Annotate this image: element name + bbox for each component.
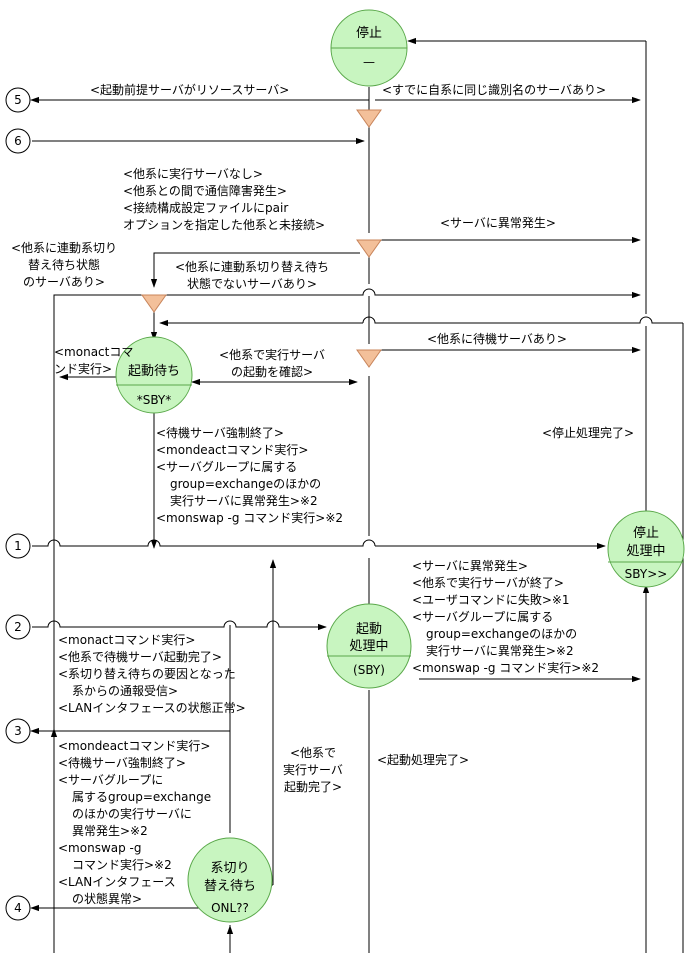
label-line: <他系に連動系切り [11,241,117,255]
connector-2: 2 [5,614,31,640]
svg-text:1: 1 [14,539,22,553]
label-same-id-exists: <すでに自系に同じ識別名のサーバあり> [382,82,606,97]
label-line: <サーバグループに [58,773,163,787]
decision-triangle [356,239,382,258]
state-name-2: 処理中 [349,639,388,654]
label-cond-d: <monactコマンド実行> <他系で待機サーバ起動完了> <系切り替え待ちの要因と… [58,632,246,715]
connector-6: 6 [5,128,31,154]
decision-triangle [356,349,382,368]
svg-text:3: 3 [14,724,22,738]
label-line: <mondeactコマンド実行> [156,442,308,457]
flow-lines [53,41,684,953]
label-line: <monswap -g コマンド実行>※2 [412,660,599,675]
state-name-1: 起動 [356,622,382,637]
state-sub: (SBY) [353,663,385,677]
svg-text:6: 6 [14,134,22,148]
label-line: <ユーザコマンドに失敗>※1 [412,592,570,607]
state-waiting: 起動待ち *SBY* [115,336,193,414]
label-line: 実行サーバに異常発生>※2 [426,643,574,658]
label-line: オプションを指定した他系と未接続> [123,217,325,232]
connector-3: 3 [5,718,31,744]
connector-4: 4 [5,895,31,921]
state-name-2: 替え待ち [204,879,256,894]
state-sub: *SBY* [137,393,172,407]
label-line: <monswap -g [58,841,142,855]
label-stop-done: <停止処理完了> [542,425,634,440]
label-line: のサーバあり> [23,275,105,289]
label-line: <mondeactコマンド実行> [58,738,210,753]
label-line: の状態異常> [72,891,142,906]
decision-triangle [141,294,167,313]
label-line: 属するgroup=exchange [72,790,211,804]
label-line: <待機サーバ強制終了> [156,425,284,440]
label-monact-left: <monactコマンド実行> [54,345,133,376]
label-line: <サーバグループに属する [412,610,553,624]
label-line: <他系との間で通信障害発生> [123,183,287,198]
label-line: group=exchangeのほかの [426,627,577,641]
state-name-1: 停止 [633,525,659,541]
state-name: 起動待ち [128,364,180,379]
label-prereq-resource: <起動前提サーバがリソースサーバ> [90,82,289,97]
label-line: <LANインタフェース [58,875,176,889]
decision-points [141,109,382,368]
svg-text:4: 4 [14,901,22,915]
arrows [30,37,650,953]
state-sub: ONL?? [211,901,249,915]
label-cond-a: <他系に実行サーバなし> <他系との間で通信障害発生> <接続構成設定ファイルにpa… [123,166,325,232]
label-server-error: <サーバに異常発生> [440,216,556,230]
state-name-1: 系切り [210,861,249,876]
label-line: <monswap -g コマンド実行>※2 [156,510,343,525]
label-line: <他系で実行サーバが終了> [412,575,564,590]
label-line: <待機サーバ強制終了> [58,755,186,770]
label-line: <monactコマンド実行> [58,632,195,647]
label-line: <接続構成設定ファイルにpair [123,200,288,215]
label-line: 実行サーバに異常発生>※2 [170,493,318,508]
label-line: のほかの実行サーバに [72,806,192,821]
label-line: 異常発生>※2 [72,824,148,838]
label-line: <LANインタフェースの状態正常> [58,700,246,715]
label-line: <他系で実行サーバ [219,347,325,362]
label-line: 系からの通報受信> [72,684,178,698]
state-sub: SBY>> [625,567,668,581]
label-line: <他系で待機サーバ起動完了> [58,649,222,664]
label-line: 起動完了> [284,779,342,794]
label-line: <系切り替え待ちの要因となった [58,667,236,681]
label-line: <monactコマ [54,345,133,359]
label-cond-c: <サーバに異常発生> <他系で実行サーバが終了> <ユーザコマンドに失敗>※1 <サー… [412,559,599,675]
state-starting: 起動 処理中 (SBY) [326,603,412,689]
arrow-to-decision-left [150,252,360,288]
decision-triangle [356,109,382,128]
label-line: <他系で [290,746,336,760]
label-line: group=exchangeのほかの [170,477,321,491]
label-line: 替え待ち状態 [28,257,100,272]
label-cond-e: <mondeactコマンド実行> <待機サーバ強制終了> <サーバグループに属するg… [58,738,211,906]
label-line: の起動を確認> [231,364,313,379]
label-standby-exists: <他系に待機サーバあり> [427,331,567,346]
label-line: <他系に連動系切り替え待ち [175,260,329,274]
label-line: ンド実行> [54,361,112,376]
svg-text:5: 5 [14,93,22,107]
label-line: <サーバに異常発生> [412,559,528,573]
state-name-2: 処理中 [626,544,665,559]
state-switch-wait: 系切り 替え待ち ONL?? [187,837,273,923]
state-stopping: 停止 処理中 SBY>> [607,510,685,588]
label-start-done: <起動処理完了> [377,752,469,767]
label-line: <他系に実行サーバなし> [123,166,263,181]
state-sub: — [363,55,375,69]
label-line: 状態でないサーバあり> [187,276,317,291]
label-line: 実行サーバ [283,762,343,777]
connector-5: 5 [5,87,31,113]
connector-1: 1 [5,533,31,559]
state-name: 停止 [356,25,382,41]
state-stopped: 停止 — [330,9,408,87]
label-cond-b: <待機サーバ強制終了> <mondeactコマンド実行> <サーバグループに属する g… [156,425,343,525]
label-line: <サーバグループに属する [156,460,297,474]
label-line: コマンド実行>※2 [72,857,172,872]
svg-text:2: 2 [14,620,22,634]
